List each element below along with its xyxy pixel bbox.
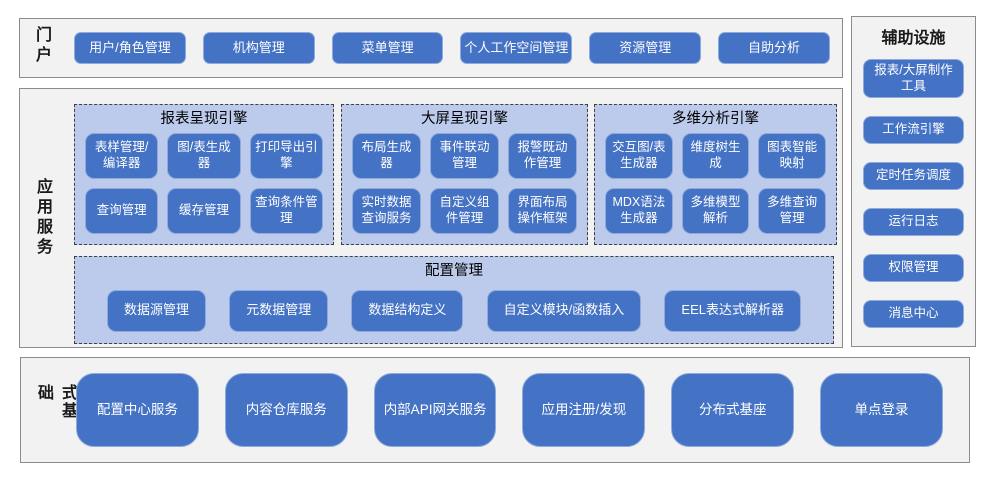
node-data-structure-definition: 数据结构定义 — [351, 289, 464, 332]
bigscreen-engine-title: 大屏呈现引擎 — [421, 111, 508, 127]
node-menu-mgmt: 菜单管理 — [331, 32, 444, 64]
node-interactive-chart-generator: 交互图/表生成器 — [605, 133, 673, 179]
node-workflow-engine: 工作流引擎 — [863, 116, 964, 145]
config-mgmt-group: 配置管理 数据源管理 元数据管理 数据结构定义 自定义模块/函数插入 EEL表达… — [74, 256, 834, 344]
node-permission-mgmt: 权限管理 — [863, 254, 964, 283]
node-personal-workspace-mgmt: 个人工作空间管理 — [460, 32, 573, 64]
node-metadata-mgmt: 元数据管理 — [229, 289, 329, 332]
node-scheduled-task-dispatch: 定时任务调度 — [863, 162, 964, 191]
node-multidim-query-mgmt: 多维查询管理 — [758, 188, 826, 234]
node-single-sign-on: 单点登录 — [820, 373, 943, 447]
node-mdx-syntax-generator: MDX语法生成器 — [605, 188, 673, 234]
node-realtime-data-query-service: 实时数据查询服务 — [352, 188, 421, 234]
node-style-mgmt-compiler: 表样管理/编译器 — [85, 133, 159, 179]
foundation-section: 分布式基础 配置中心服务 内容仓库服务 内部API网关服务 应用注册/发现 分布… — [20, 357, 970, 463]
config-node-row: 数据源管理 元数据管理 数据结构定义 自定义模块/函数插入 EEL表达式解析器 — [75, 282, 833, 335]
node-custom-module-function-insert: 自定义模块/函数插入 — [486, 289, 642, 332]
node-dimension-tree-generation: 维度树生成 — [681, 133, 750, 179]
node-ui-layout-framework: 界面布局操作框架 — [508, 188, 577, 234]
node-org-mgmt: 机构管理 — [202, 32, 315, 64]
node-message-center: 消息中心 — [863, 300, 964, 329]
node-alarm-action-mgmt: 报警既动作管理 — [508, 133, 577, 179]
node-multidim-model-parsing: 多维模型解析 — [681, 188, 750, 234]
report-engine-title: 报表呈现引擎 — [160, 111, 248, 127]
report-engine-grid: 表样管理/编译器 图/表生成器 打印导出引擎 查询管理 缓存管理 查询条件管理 — [75, 130, 333, 244]
app-services-label: 应用服务 — [34, 178, 51, 258]
app-services-section: 应用服务 报表呈现引擎 表样管理/编译器 图/表生成器 打印导出引擎 查询管理 … — [19, 88, 843, 348]
foundation-node-row: 配置中心服务 内容仓库服务 内部API网关服务 应用注册/发现 分布式基座 单点… — [76, 373, 943, 447]
config-mgmt-title: 配置管理 — [425, 263, 483, 279]
bigscreen-engine-grid: 布局生成器 事件联动管理 报警既动作管理 实时数据查询服务 自定义组件管理 界面… — [342, 130, 587, 244]
olap-engine-title: 多维分析引擎 — [672, 111, 759, 127]
node-query-condition-mgmt: 查询条件管理 — [249, 188, 323, 234]
node-run-logs: 运行日志 — [863, 208, 964, 237]
node-resource-mgmt: 资源管理 — [589, 32, 702, 64]
portal-label: 门户 — [33, 26, 50, 66]
node-report-bigscreen-authoring-tool: 报表/大屏制作工具 — [863, 59, 964, 99]
node-event-linkage-mgmt: 事件联动管理 — [430, 133, 499, 179]
node-user-role-mgmt: 用户/角色管理 — [74, 32, 186, 64]
node-custom-component-mgmt: 自定义组件管理 — [430, 188, 499, 234]
bigscreen-engine-group: 大屏呈现引擎 布局生成器 事件联动管理 报警既动作管理 实时数据查询服务 自定义… — [341, 104, 588, 245]
node-layout-generator: 布局生成器 — [352, 133, 421, 179]
portal-node-row: 用户/角色管理 机构管理 菜单管理 个人工作空间管理 资源管理 自助分析 — [74, 32, 830, 64]
node-cache-mgmt: 缓存管理 — [167, 188, 241, 234]
node-config-center-service: 配置中心服务 — [76, 373, 199, 447]
node-internal-api-gateway-service: 内部API网关服务 — [373, 373, 497, 447]
aux-facilities-label: 辅助设施 — [881, 30, 946, 47]
portal-section: 门户 用户/角色管理 机构管理 菜单管理 个人工作空间管理 资源管理 自助分析 — [19, 18, 843, 78]
aux-facilities-section: 辅助设施 报表/大屏制作工具 工作流引擎 定时任务调度 运行日志 权限管理 消息… — [851, 16, 976, 347]
aux-node-column: 报表/大屏制作工具 工作流引擎 定时任务调度 运行日志 权限管理 消息中心 — [852, 59, 975, 329]
node-query-mgmt: 查询管理 — [85, 188, 159, 234]
olap-engine-grid: 交互图/表生成器 维度树生成 图表智能映射 MDX语法生成器 多维模型解析 多维… — [595, 130, 836, 244]
olap-engine-group: 多维分析引擎 交互图/表生成器 维度树生成 图表智能映射 MDX语法生成器 多维… — [594, 104, 837, 245]
node-distributed-base: 分布式基座 — [671, 373, 795, 447]
node-print-export-engine: 打印导出引擎 — [249, 133, 323, 179]
node-app-registration-discovery: 应用注册/发现 — [522, 373, 646, 447]
node-chart-smart-mapping: 图表智能映射 — [758, 133, 826, 179]
report-engine-group: 报表呈现引擎 表样管理/编译器 图/表生成器 打印导出引擎 查询管理 缓存管理 … — [74, 104, 334, 245]
node-datasource-mgmt: 数据源管理 — [107, 289, 207, 332]
node-eel-expression-parser: EEL表达式解析器 — [664, 289, 801, 332]
node-content-repo-service: 内容仓库服务 — [224, 373, 348, 447]
node-chart-table-generator: 图/表生成器 — [167, 133, 241, 179]
node-self-service-analysis: 自助分析 — [718, 32, 830, 64]
